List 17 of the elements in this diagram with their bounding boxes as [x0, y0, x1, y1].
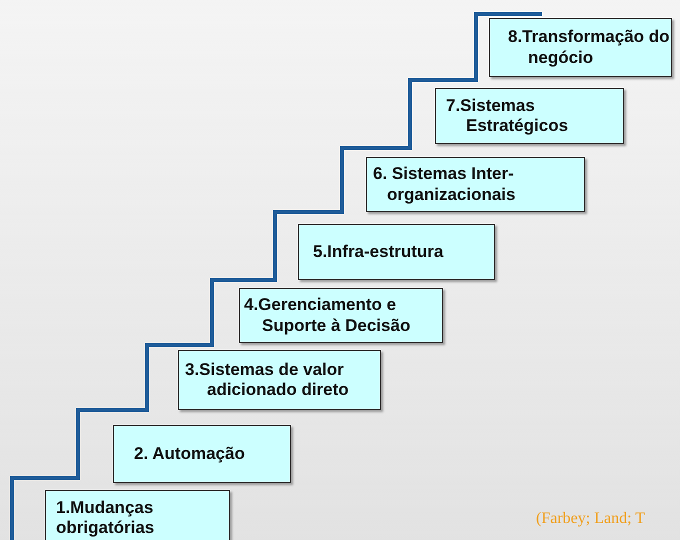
- step-box: [239, 288, 443, 343]
- step-box: [435, 88, 624, 144]
- step-box: [489, 18, 672, 77]
- step-label: 5.Infra-estrutura: [313, 242, 444, 262]
- step-box: [366, 157, 585, 212]
- citation-text: (Farbey; Land; T: [536, 510, 646, 528]
- step-box: [113, 425, 291, 483]
- step-label: 2. Automação: [134, 444, 245, 464]
- step-label: 8.Transformação do negócio: [508, 27, 671, 68]
- step-label: 6. Sistemas Inter-organizacionais: [373, 164, 516, 205]
- step-box: [45, 490, 230, 540]
- step-label: 1.Mudanças obrigatórias: [56, 498, 156, 538]
- step-label: 3.Sistemas de valor adicionado direto: [185, 360, 350, 400]
- step-box: [178, 350, 381, 410]
- step-label: 7.Sistemas Estratégicos: [446, 96, 570, 136]
- step-label: 4.Gerenciamento e Suporte à Decisão: [244, 295, 412, 336]
- step-box: [298, 224, 495, 280]
